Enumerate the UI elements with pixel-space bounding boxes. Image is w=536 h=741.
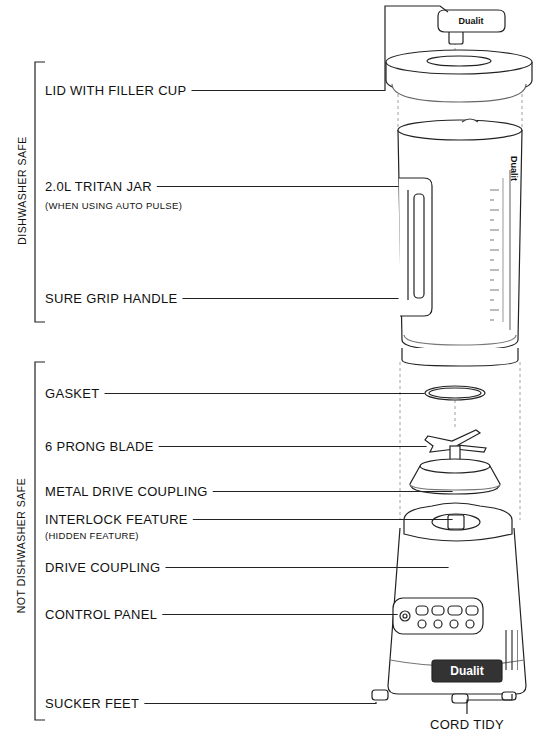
gasket — [425, 386, 485, 400]
part-label: CONTROL PANEL — [45, 607, 157, 622]
scale-tick — [490, 300, 494, 301]
bracket — [35, 362, 45, 720]
scale-tick — [490, 220, 494, 221]
filler-cap — [438, 10, 505, 44]
bracket — [35, 62, 45, 322]
leader-line — [213, 490, 452, 492]
blade-assembly — [410, 459, 500, 494]
part-note: (HIDDEN FEATURE) — [45, 530, 139, 541]
scale-tick — [490, 210, 499, 211]
brand-logo: Dualit — [458, 14, 483, 29]
leader-line — [467, 694, 512, 714]
leader-line — [159, 445, 426, 447]
leader-line — [105, 392, 424, 394]
part-label: INTERLOCK FEATURE — [45, 512, 188, 527]
scale-tick — [490, 240, 494, 241]
scale-tick — [490, 250, 499, 251]
scale-tick — [490, 310, 499, 311]
scale-tick — [490, 200, 494, 201]
part-label: METAL DRIVE COUPLING — [45, 484, 208, 499]
guide-lines — [398, 36, 522, 520]
part-label: SUCKER FEET — [45, 696, 139, 711]
part-label: DRIVE COUPLING — [45, 560, 160, 575]
part-label: 2.0L TRITAN JAR — [45, 179, 152, 194]
leader-line — [193, 518, 452, 520]
jar-scale — [490, 190, 499, 320]
part-label: LID WITH FILLER CUP — [45, 83, 187, 98]
part-note: (WHEN USING AUTO PULSE) — [45, 200, 182, 211]
section-label: NOT DISHWASHER SAFE — [15, 477, 30, 613]
jar — [398, 119, 522, 366]
leader-line — [192, 6, 449, 91]
scale-tick — [490, 290, 499, 291]
section-label: DISHWASHER SAFE — [15, 136, 30, 245]
scale-tick — [490, 260, 494, 261]
leader-line — [157, 185, 398, 187]
part-label: SURE GRIP HANDLE — [45, 291, 177, 306]
leader-line — [144, 702, 376, 704]
scale-tick — [490, 190, 499, 191]
blade — [425, 430, 486, 460]
scale-tick — [490, 270, 499, 271]
leader-line — [165, 566, 448, 568]
part-label: 6 PRONG BLADE — [45, 439, 154, 454]
scale-tick — [490, 230, 499, 231]
leader-line — [182, 297, 398, 299]
part-label: CORD TIDY — [430, 717, 504, 732]
leader-line — [162, 613, 397, 615]
part-label: GASKET — [45, 386, 100, 401]
brand-logo: Dualit — [450, 664, 483, 679]
motor-base — [372, 503, 526, 703]
scale-tick — [490, 280, 494, 281]
brand-logo: Dualit — [506, 155, 521, 180]
lid — [386, 50, 532, 102]
scale-tick — [490, 320, 494, 321]
